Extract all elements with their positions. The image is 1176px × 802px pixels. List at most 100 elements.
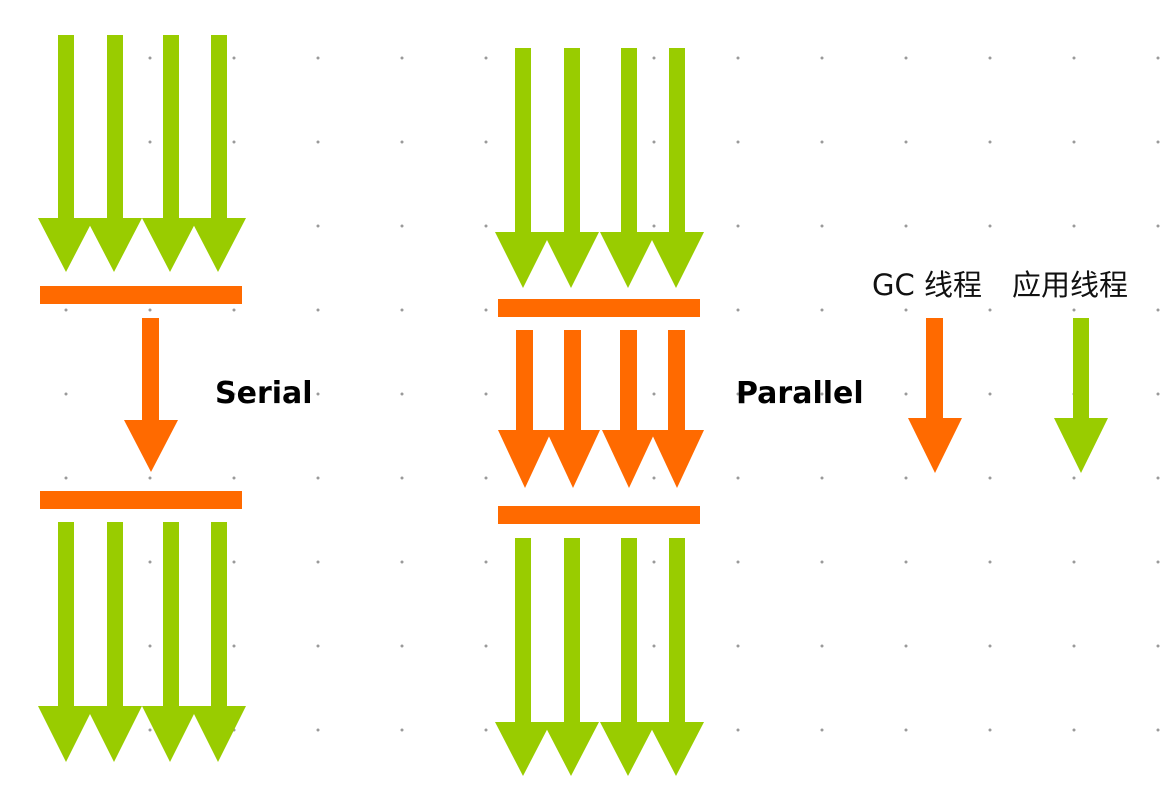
grid-dot — [988, 56, 992, 60]
app-thread-arrow — [190, 35, 246, 272]
grid-dot — [316, 728, 320, 732]
grid-dot — [988, 560, 992, 564]
grid-dot — [736, 560, 740, 564]
legend-gc-arrow — [908, 318, 962, 473]
grid-dot — [988, 224, 992, 228]
grid-dot — [1072, 56, 1076, 60]
gc-thread-arrow — [650, 330, 704, 488]
grid-dot — [988, 476, 992, 480]
grid-dot — [484, 476, 488, 480]
grid-dot — [652, 476, 656, 480]
grid-dot — [736, 644, 740, 648]
grid-dot — [316, 140, 320, 144]
grid-dot — [820, 644, 824, 648]
grid-dot — [1072, 224, 1076, 228]
gc-thread-arrow — [602, 330, 656, 488]
grid-dot — [1072, 308, 1076, 312]
grid-dot — [736, 224, 740, 228]
grid-dot — [736, 308, 740, 312]
serial-gc-bar-top — [40, 286, 242, 304]
grid-dot — [148, 140, 152, 144]
legend-app-arrow — [1054, 318, 1108, 473]
grid-dot — [736, 728, 740, 732]
serial-gc-bar-bottom — [40, 491, 242, 509]
serial-app-threads-top — [38, 35, 246, 272]
grid-dot — [1156, 392, 1160, 396]
grid-dot — [1072, 476, 1076, 480]
grid-dot — [820, 56, 824, 60]
grid-dot — [400, 140, 404, 144]
grid-dot — [904, 140, 908, 144]
grid-dot — [400, 476, 404, 480]
app-thread-arrow — [142, 35, 198, 272]
grid-dot — [484, 728, 488, 732]
grid-dot — [736, 56, 740, 60]
grid-dot — [1156, 728, 1160, 732]
grid-dot — [148, 56, 152, 60]
grid-dot — [64, 392, 68, 396]
grid-dot — [988, 308, 992, 312]
grid-dot — [484, 308, 488, 312]
grid-dot — [232, 392, 236, 396]
grid-dot — [988, 392, 992, 396]
grid-dot — [484, 224, 488, 228]
grid-dot — [232, 308, 236, 312]
grid-dot — [904, 56, 908, 60]
grid-dot — [316, 308, 320, 312]
grid-dot — [232, 560, 236, 564]
gc-thread-arrow — [498, 330, 552, 488]
app-thread-arrow — [142, 522, 198, 762]
grid-dot — [148, 560, 152, 564]
grid-dot — [232, 644, 236, 648]
grid-dot — [988, 728, 992, 732]
gc-thread-arrow — [546, 330, 600, 488]
grid-dot — [484, 392, 488, 396]
grid-dot — [1072, 728, 1076, 732]
grid-dot — [316, 224, 320, 228]
app-thread-arrow — [600, 538, 656, 776]
grid-dot — [1156, 644, 1160, 648]
app-thread-arrow — [648, 48, 704, 288]
grid-dot — [316, 56, 320, 60]
parallel-app-threads-top — [495, 48, 704, 288]
grid-dot — [820, 476, 824, 480]
legend-app-label: 应用线程 — [1012, 268, 1129, 302]
grid-dot — [1072, 644, 1076, 648]
grid-dot — [400, 392, 404, 396]
grid-dot — [1156, 308, 1160, 312]
app-thread-arrow — [190, 522, 246, 762]
grid-dot — [652, 140, 656, 144]
grid-dot — [400, 560, 404, 564]
grid-dot — [316, 560, 320, 564]
grid-dot — [904, 560, 908, 564]
grid-dot — [988, 644, 992, 648]
app-thread-arrow — [86, 35, 142, 272]
serial-gc-thread-arrow — [124, 318, 178, 472]
grid-dot — [736, 392, 740, 396]
app-thread-arrow — [38, 522, 94, 762]
legend-gc-label: GC 线程 — [872, 268, 982, 302]
grid-dot — [1156, 224, 1160, 228]
grid-dot — [148, 308, 152, 312]
grid-dot — [484, 56, 488, 60]
grid-dot — [1072, 560, 1076, 564]
grid-dot — [400, 728, 404, 732]
app-thread-arrow — [543, 48, 599, 288]
serial-app-threads-bottom — [38, 522, 246, 762]
grid-dot — [652, 224, 656, 228]
grid-dot — [232, 140, 236, 144]
grid-dot — [484, 644, 488, 648]
grid-dot — [316, 476, 320, 480]
parallel-label: Parallel — [736, 376, 864, 411]
app-thread-arrow — [495, 538, 551, 776]
grid-dot — [232, 476, 236, 480]
grid-dot — [652, 644, 656, 648]
grid-dot — [148, 644, 152, 648]
app-thread-arrow — [648, 538, 704, 776]
grid-dot — [988, 140, 992, 144]
grid-dot — [1156, 56, 1160, 60]
grid-dot — [400, 224, 404, 228]
app-thread-arrow — [495, 48, 551, 288]
parallel-gc-threads — [498, 330, 704, 488]
